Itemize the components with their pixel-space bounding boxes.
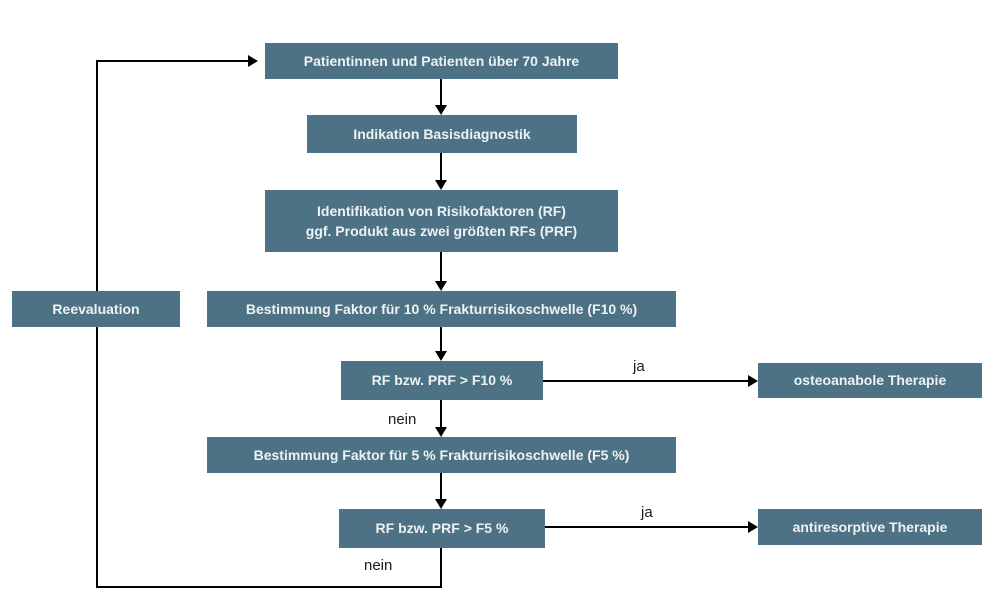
node-basisdiagnostik: Indikation Basisdiagnostik — [307, 115, 577, 153]
node-reevaluation-label: Reevaluation — [52, 300, 140, 317]
node-f10-schwelle: Bestimmung Faktor für 10 % Frakturrisiko… — [207, 291, 676, 327]
node-osteoanabole-therapie-label: osteoanabole Therapie — [793, 372, 947, 389]
node-f10-schwelle-label: Bestimmung Faktor für 10 % Frakturrisiko… — [245, 300, 638, 317]
arrow-basisdiagnostik-to-risikofaktoren — [440, 153, 442, 184]
edge-label-nein-f5: nein — [364, 557, 393, 574]
node-antiresorptive-therapie-label: antiresorptive Therapie — [792, 518, 948, 535]
arrow-f5-to-rf-check — [440, 473, 442, 503]
arrowhead-ja-to-antiresorptive — [748, 521, 758, 533]
arrow-f10-to-rf-check — [440, 327, 442, 355]
edge-label-nein-f10: nein — [388, 411, 417, 428]
edge-label-ja-f10: ja — [633, 358, 645, 375]
arrow-ja-to-antiresorptive — [545, 526, 749, 528]
arrow-patients-to-basisdiagnostik — [440, 79, 442, 109]
arrow-risikofaktoren-to-f10 — [440, 252, 442, 285]
node-risikofaktoren: Identifikation von Risikofaktoren (RF) g… — [265, 190, 618, 252]
node-antiresorptive-therapie: antiresorptive Therapie — [758, 509, 982, 545]
arrowhead-ja-to-osteoanabole — [748, 375, 758, 387]
node-rf-gt-f10-label: RF bzw. PRF > F10 % — [371, 372, 513, 389]
node-rf-gt-f10: RF bzw. PRF > F10 % — [341, 361, 543, 400]
node-rf-gt-f5: RF bzw. PRF > F5 % — [339, 509, 545, 548]
feedback-line-top — [96, 60, 249, 62]
node-patients-label: Patientinnen und Patienten über 70 Jahre — [303, 52, 580, 69]
arrowhead-patients-to-basisdiagnostik — [435, 105, 447, 115]
arrowhead-risikofaktoren-to-f10 — [435, 281, 447, 291]
feedback-line-bottom — [96, 586, 442, 588]
node-risikofaktoren-line2: ggf. Produkt aus zwei größten RFs (PRF) — [305, 223, 578, 239]
arrowhead-nein-to-f5 — [435, 427, 447, 437]
arrowhead-f5-to-rf-check — [435, 499, 447, 509]
node-basisdiagnostik-label: Indikation Basisdiagnostik — [353, 125, 531, 142]
node-risikofaktoren-line1: Identifikation von Risikofaktoren (RF) — [317, 202, 566, 219]
feedback-line-down — [440, 548, 442, 588]
arrow-ja-to-osteoanabole — [543, 380, 749, 382]
arrow-nein-to-f5 — [440, 400, 442, 431]
node-patients: Patientinnen und Patienten über 70 Jahre — [265, 43, 618, 79]
arrowhead-feedback-to-patients — [248, 55, 258, 67]
node-reevaluation: Reevaluation — [12, 291, 180, 327]
edge-label-ja-f5: ja — [641, 504, 653, 521]
node-f5-schwelle-label: Bestimmung Faktor für 5 % Frakturrisikos… — [253, 446, 630, 463]
arrowhead-basisdiagnostik-to-risikofaktoren — [435, 180, 447, 190]
node-osteoanabole-therapie: osteoanabole Therapie — [758, 363, 982, 398]
node-f5-schwelle: Bestimmung Faktor für 5 % Frakturrisikos… — [207, 437, 676, 473]
node-rf-gt-f5-label: RF bzw. PRF > F5 % — [375, 520, 509, 537]
arrowhead-f10-to-rf-check — [435, 351, 447, 361]
